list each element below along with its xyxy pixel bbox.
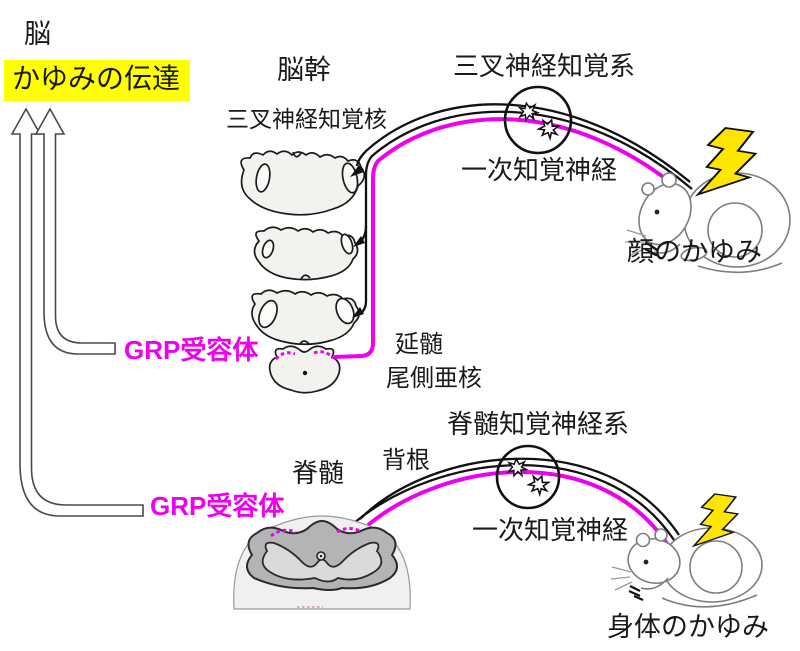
section-3-nucleus-right: [335, 297, 355, 325]
mouse-front-leg: [640, 577, 669, 590]
section-3-notch: [299, 340, 310, 345]
medulla-label: 延髄: [395, 331, 443, 358]
mouse-hind-foot: [680, 246, 708, 262]
mouse-ear: [641, 182, 655, 196]
mouse-scratching-claws: [644, 242, 660, 258]
brainstem-label: 脳幹: [277, 55, 331, 85]
section-2-notch: [300, 274, 311, 280]
section-1-nucleus-right: [341, 162, 359, 194]
trigeminal-fiber-outer: [355, 103, 691, 183]
mouse-ear: [635, 532, 651, 548]
spinal-inner-matter: [261, 541, 383, 583]
trigeminal-system-label: 三叉神経知覚系: [453, 51, 636, 81]
neuron-icon: [526, 472, 552, 497]
mouse-head: [638, 182, 692, 246]
mouse-scratching-claws: [628, 585, 644, 602]
arrowhead-section3: [352, 307, 364, 318]
trigeminal-fiber-inner: [357, 110, 693, 317]
mouse-ear: [661, 172, 677, 188]
mouse-tail: [661, 594, 758, 608]
arrowhead-section1: [350, 165, 364, 177]
trigeminal-pathway: [333, 103, 693, 359]
mouse-eye: [643, 559, 649, 565]
section-1-nucleus-left: [255, 163, 271, 193]
section-3-nucleus-left: [258, 299, 278, 329]
brainstem-sections: [240, 150, 366, 394]
trigeminal-ganglion: [503, 85, 573, 155]
mouse-front-leg: [653, 243, 681, 254]
spinal-cord-section: [233, 515, 411, 610]
section-2-nucleus-left: [261, 239, 275, 259]
brainstem-section-1: [240, 150, 366, 216]
grp-receptor-lower-label: GRP受容体: [150, 491, 285, 521]
mouse-whiskers: [610, 566, 633, 591]
ascending-arrows-to-brain: [10, 107, 144, 517]
section-1-notch: [292, 151, 302, 158]
neuron-icon: [536, 116, 562, 141]
brain-label: 脳: [24, 19, 51, 49]
section-2-nucleus-right: [340, 233, 354, 255]
mouse-haunch: [689, 540, 743, 594]
caudal-grp-receptor-marks: [274, 350, 335, 361]
dorsal-root-ganglion-circle: [495, 444, 561, 510]
body-itch-label: 身体のかゆみ: [607, 612, 769, 642]
mouse-tail: [697, 262, 783, 274]
trigeminal-ganglion-circle: [503, 85, 573, 155]
caudal-section-central-dot: [302, 370, 308, 376]
ascending-arrow-spinal: [10, 107, 144, 517]
title-itch-transmission: かゆみの伝達: [4, 60, 191, 101]
mouse-eye: [654, 209, 660, 215]
trigeminal-nucleus-label: 三叉神経知覚核: [226, 106, 387, 132]
face-scratching-mouse: [625, 172, 791, 274]
body-scratching-mouse: [610, 527, 763, 608]
grp-receptor-upper-label: GRP受容体: [124, 335, 259, 365]
primary-sensory-nerve-lower-label: 一次知覚神経: [472, 515, 629, 545]
mouse-ear: [654, 528, 668, 542]
dorsal-root-label: 背根: [382, 447, 430, 474]
ascending-arrow-trigeminal: [34, 107, 116, 355]
primary-sensory-nerve-upper-label: 一次知覚神経: [461, 155, 618, 185]
spinal-cord-label: 脊髄: [292, 458, 345, 488]
grp-fiber-trigeminal: [333, 117, 688, 359]
spinal-system-label: 脊髄知覚神経系: [447, 409, 630, 439]
arrowhead-section2: [353, 236, 365, 247]
spinal-grp-receptor-marks: [270, 527, 363, 538]
dorsal-root-ganglion: [495, 444, 561, 510]
spinal-fiber-outer: [359, 457, 680, 536]
mouse-whiskers: [625, 229, 647, 257]
caudal-subnucleus-label: 尾側亜核: [386, 365, 482, 392]
mouse-haunch: [707, 202, 763, 258]
face-itch-label: 顔のかゆみ: [627, 237, 762, 267]
central-canal-dot: [319, 554, 323, 558]
